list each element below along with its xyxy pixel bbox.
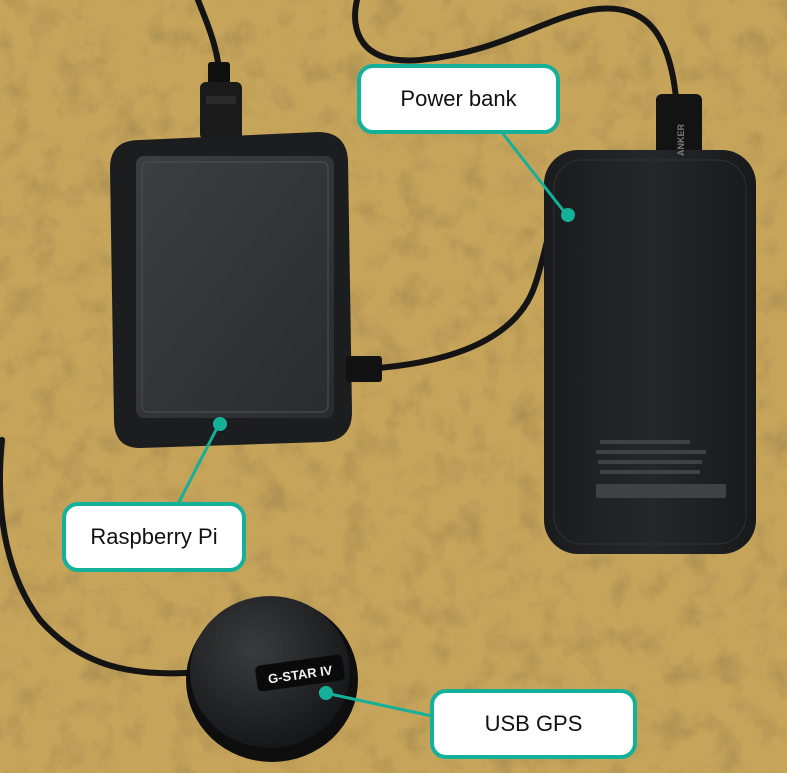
raspberry-pi-case [110, 132, 382, 448]
power-bank-label: Power bank [400, 86, 517, 111]
power-bank-callout: Power bank [357, 64, 560, 134]
cable-bank-top [352, 0, 679, 101]
power-bank-brand-text: ANKER [676, 124, 686, 157]
usb-plug-pi [200, 62, 242, 140]
power-bank-device [544, 94, 756, 554]
gps-puck [186, 596, 358, 762]
leader-lines [176, 129, 575, 718]
raspberry-pi-label: Raspberry Pi [90, 524, 218, 549]
usb-gps-label: USB GPS [484, 711, 583, 736]
usb-gps-callout: USB GPS [430, 689, 637, 759]
cable-gps [0, 437, 203, 677]
raspberry-pi-callout: Raspberry Pi [62, 502, 246, 572]
power-bank-markings [596, 440, 726, 498]
cable-pi-top [195, 0, 221, 65]
